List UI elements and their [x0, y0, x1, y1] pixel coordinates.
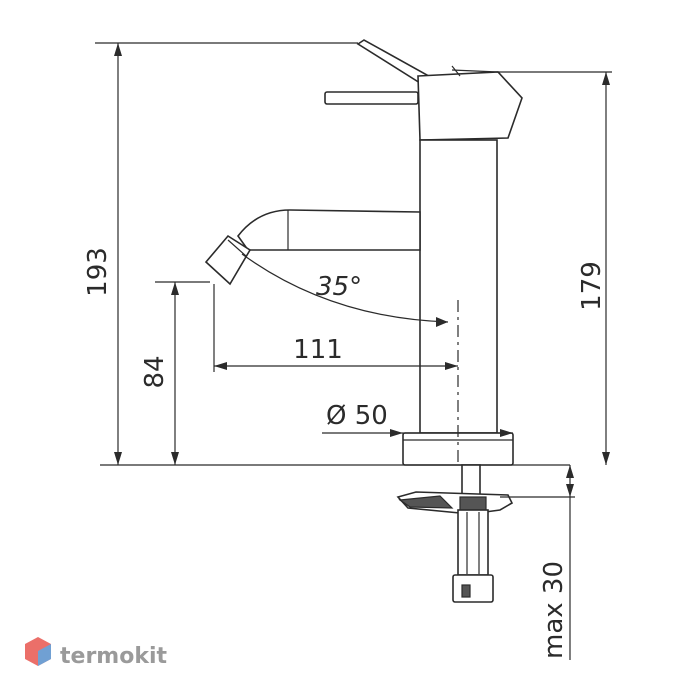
- dimension-spout-reach: 111: [213, 284, 459, 465]
- label-179: 179: [577, 261, 607, 311]
- spout-tip-edge: [227, 239, 247, 257]
- label-84: 84: [140, 355, 170, 388]
- fixing-washer-shade: [398, 495, 454, 509]
- fitting-detail: [461, 584, 471, 598]
- label-max-30: max 30: [539, 561, 569, 659]
- faucet: [204, 39, 523, 466]
- rod-end-fitting: [452, 574, 494, 603]
- dimension-spout-angle: 35°: [241, 253, 449, 327]
- dimension-body-height: 179: [498, 71, 612, 465]
- dimension-spout-height: 84: [140, 281, 210, 465]
- arrow-up-icon: [114, 43, 122, 56]
- termokit-watermark: termokit: [25, 637, 167, 669]
- arrow-right-icon: [500, 429, 513, 437]
- logo-hexagon-shade-icon: [38, 644, 51, 666]
- label-35-degrees: 35°: [316, 272, 362, 302]
- arrow-right-icon: [390, 429, 403, 437]
- dimension-max-thickness: max 30: [500, 465, 575, 660]
- label-diameter-50: Ø 50: [326, 401, 388, 431]
- lever-stub: [324, 91, 419, 105]
- arrow-down-icon: [566, 484, 574, 497]
- arrow-right-icon: [445, 362, 458, 370]
- arrow-down-icon: [171, 452, 179, 465]
- arrow-right-icon: [436, 317, 448, 327]
- spout: [237, 209, 421, 251]
- arrow-down-icon: [114, 452, 122, 465]
- arrow-up-icon: [171, 282, 179, 295]
- angle-arc: [241, 253, 449, 323]
- head-notch: [451, 65, 461, 77]
- arrow-left-icon: [214, 362, 227, 370]
- faucet-body: [419, 139, 498, 434]
- threaded-rod-top: [461, 464, 481, 496]
- watermark-brand: termokit: [60, 644, 167, 669]
- head-edge: [451, 69, 499, 73]
- arrow-up-icon: [602, 72, 610, 85]
- mounting-hardware: [396, 464, 514, 603]
- label-193: 193: [83, 247, 113, 297]
- cartridge-head: [417, 71, 523, 141]
- spout-tip: [204, 234, 252, 286]
- label-111: 111: [293, 335, 343, 365]
- arrow-down-icon: [602, 452, 610, 465]
- dimension-total-height: 193: [83, 42, 358, 465]
- dimension-base-diameter: Ø 50: [322, 401, 513, 437]
- threaded-rod: [457, 509, 489, 576]
- arrow-up-icon: [566, 465, 574, 478]
- fixing-nut: [459, 496, 487, 512]
